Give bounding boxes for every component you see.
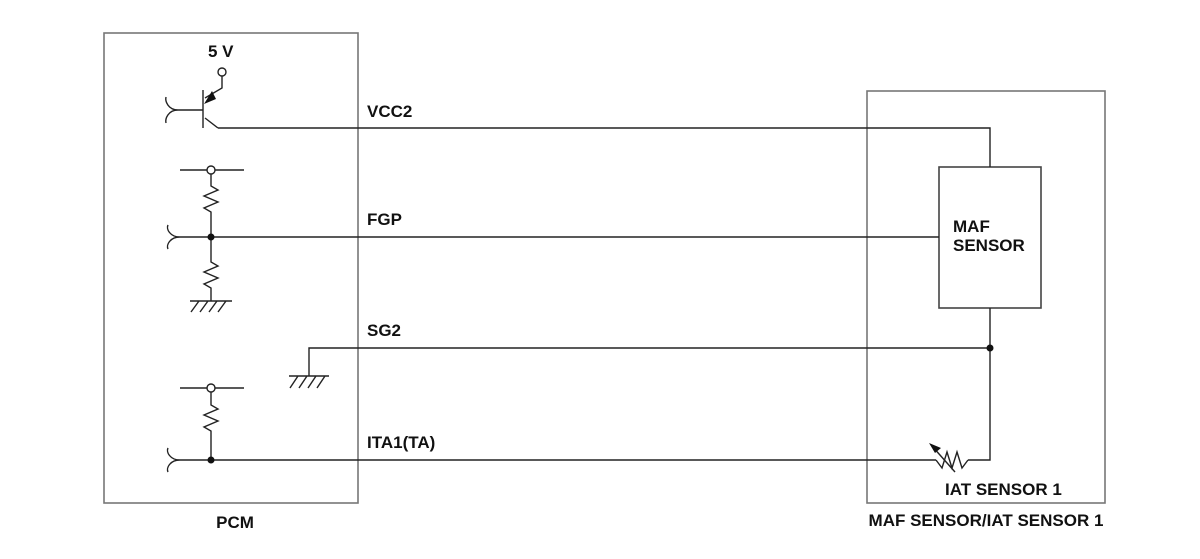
sg2-label: SG2	[367, 321, 401, 340]
fgp-junction-dot	[207, 233, 215, 241]
supply-terminal-icon	[217, 67, 227, 77]
ita1-connector-icon	[166, 447, 181, 473]
supply-voltage-label: 5 V	[208, 42, 234, 61]
fgp-ground-icon	[190, 300, 232, 313]
ita1-pullup-terminal-icon	[206, 383, 216, 393]
transistor-arrow-icon	[204, 91, 216, 104]
ita1-pullup-resistor-icon	[202, 392, 220, 460]
ita1-label: ITA1(TA)	[367, 433, 435, 452]
sg2-junction-dot	[986, 344, 994, 352]
vcc2-label: VCC2	[367, 102, 412, 121]
sg2-wire	[308, 347, 990, 376]
pcm-label: PCM	[216, 513, 254, 532]
ita1-circuit: ITA1(TA)	[166, 383, 969, 473]
connector-icon	[165, 96, 179, 124]
fgp-label: FGP	[367, 210, 402, 229]
fgp-pullup-terminal-icon	[206, 165, 216, 175]
vcc2-wire	[218, 127, 991, 167]
iat-sensor-label: IAT SENSOR 1	[945, 480, 1062, 499]
maf-sensor-return-wire	[968, 308, 991, 461]
maf-sensor-label-line1: MAF	[953, 217, 990, 236]
pcm-box	[103, 32, 359, 504]
transistor-icon	[178, 90, 219, 129]
fgp-connector-icon	[166, 224, 181, 250]
maf-sensor-label-line2: SENSOR	[953, 236, 1025, 255]
fgp-pullup-resistor-icon	[202, 174, 220, 237]
vcc2-circuit: 5 V VCC2	[165, 42, 991, 167]
fgp-pulldown-resistor-icon	[202, 237, 220, 301]
sensor-unit-box	[866, 90, 1106, 504]
sg2-circuit: SG2	[289, 308, 994, 461]
fgp-circuit: FGP	[166, 165, 939, 313]
iat-thermistor-icon	[935, 449, 969, 471]
sg2-ground-icon	[289, 375, 329, 389]
sensor-unit: MAF SENSOR/IAT SENSOR 1 MAF SENSOR IAT S…	[866, 90, 1106, 530]
pcm-module: PCM	[103, 32, 359, 532]
ita1-junction-dot	[207, 456, 215, 464]
sensor-unit-label: MAF SENSOR/IAT SENSOR 1	[869, 511, 1104, 530]
thermistor-arrow-icon	[929, 443, 941, 453]
